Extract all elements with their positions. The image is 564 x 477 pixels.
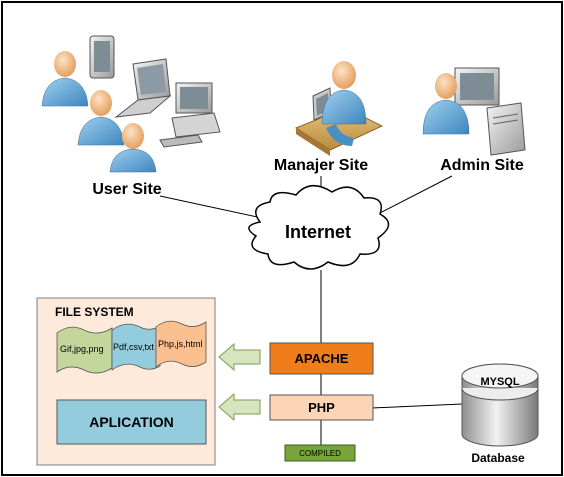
user-site-illustration (41, 35, 221, 173)
file-system-title: FILE SYSTEM (55, 305, 134, 319)
manager-site-label: Manajer Site (273, 157, 369, 174)
manager-avatar-icon (321, 61, 367, 146)
admin-site-illustration (422, 67, 526, 156)
admin-avatar-icon (422, 73, 470, 135)
application-label: APLICATION (89, 414, 174, 430)
monitor-icon (454, 67, 500, 106)
php-label: PHP (308, 400, 335, 415)
internet-cloud-icon (248, 185, 390, 270)
apache-box (269, 342, 374, 375)
file-image-types: Gif,jpg,png (60, 344, 104, 354)
compiled-label: COMPILED (299, 448, 341, 458)
manager-site-illustration (294, 61, 384, 156)
apache-label: APACHE (294, 351, 349, 366)
arrow-left-icon (218, 342, 261, 372)
tablet-icon (89, 35, 115, 79)
internet-label: Internet (284, 222, 352, 242)
user-avatar-icon (41, 51, 89, 107)
database-label: Database (471, 451, 525, 465)
application-box (56, 399, 207, 445)
mysql-label: MYSQL (480, 376, 520, 388)
arrow-left-icon (218, 392, 261, 422)
file-script-types: Php,js,html (158, 339, 203, 349)
user-avatar-icon (109, 123, 157, 173)
file-document-types: Pdf,csv,txt (113, 342, 154, 352)
laptop-icon (114, 58, 172, 118)
file-document-banner (111, 323, 161, 371)
compiled-box (284, 444, 356, 462)
admin-site-label: Admin Site (440, 157, 524, 174)
monitor-icon (159, 82, 221, 148)
server-tower-icon (486, 102, 526, 156)
user-site-label: User Site (92, 181, 162, 198)
php-box (269, 394, 374, 421)
user-avatar-icon (77, 90, 125, 146)
file-script-banner (155, 320, 207, 368)
connection-lines (159, 175, 463, 445)
